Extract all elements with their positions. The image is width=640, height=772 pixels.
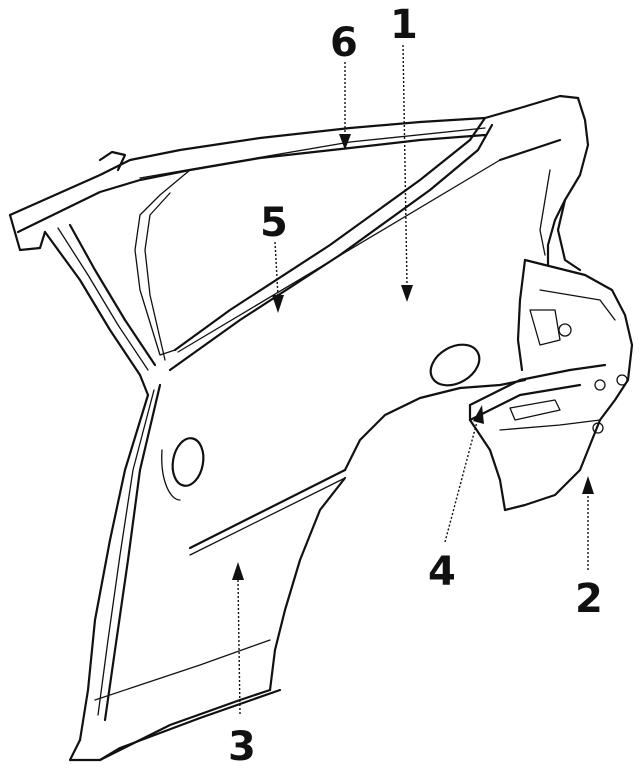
callout-leaders bbox=[232, 44, 594, 715]
callout-5: 5 bbox=[260, 200, 288, 246]
callout-labels: 1 2 3 4 5 6 bbox=[228, 2, 603, 770]
callout-6: 6 bbox=[330, 20, 358, 66]
quarter-panel bbox=[8, 94, 634, 762]
callout-1: 1 bbox=[390, 2, 418, 48]
callout-3: 3 bbox=[228, 724, 256, 770]
callout-4: 4 bbox=[428, 549, 456, 595]
callout-2: 2 bbox=[575, 576, 603, 622]
